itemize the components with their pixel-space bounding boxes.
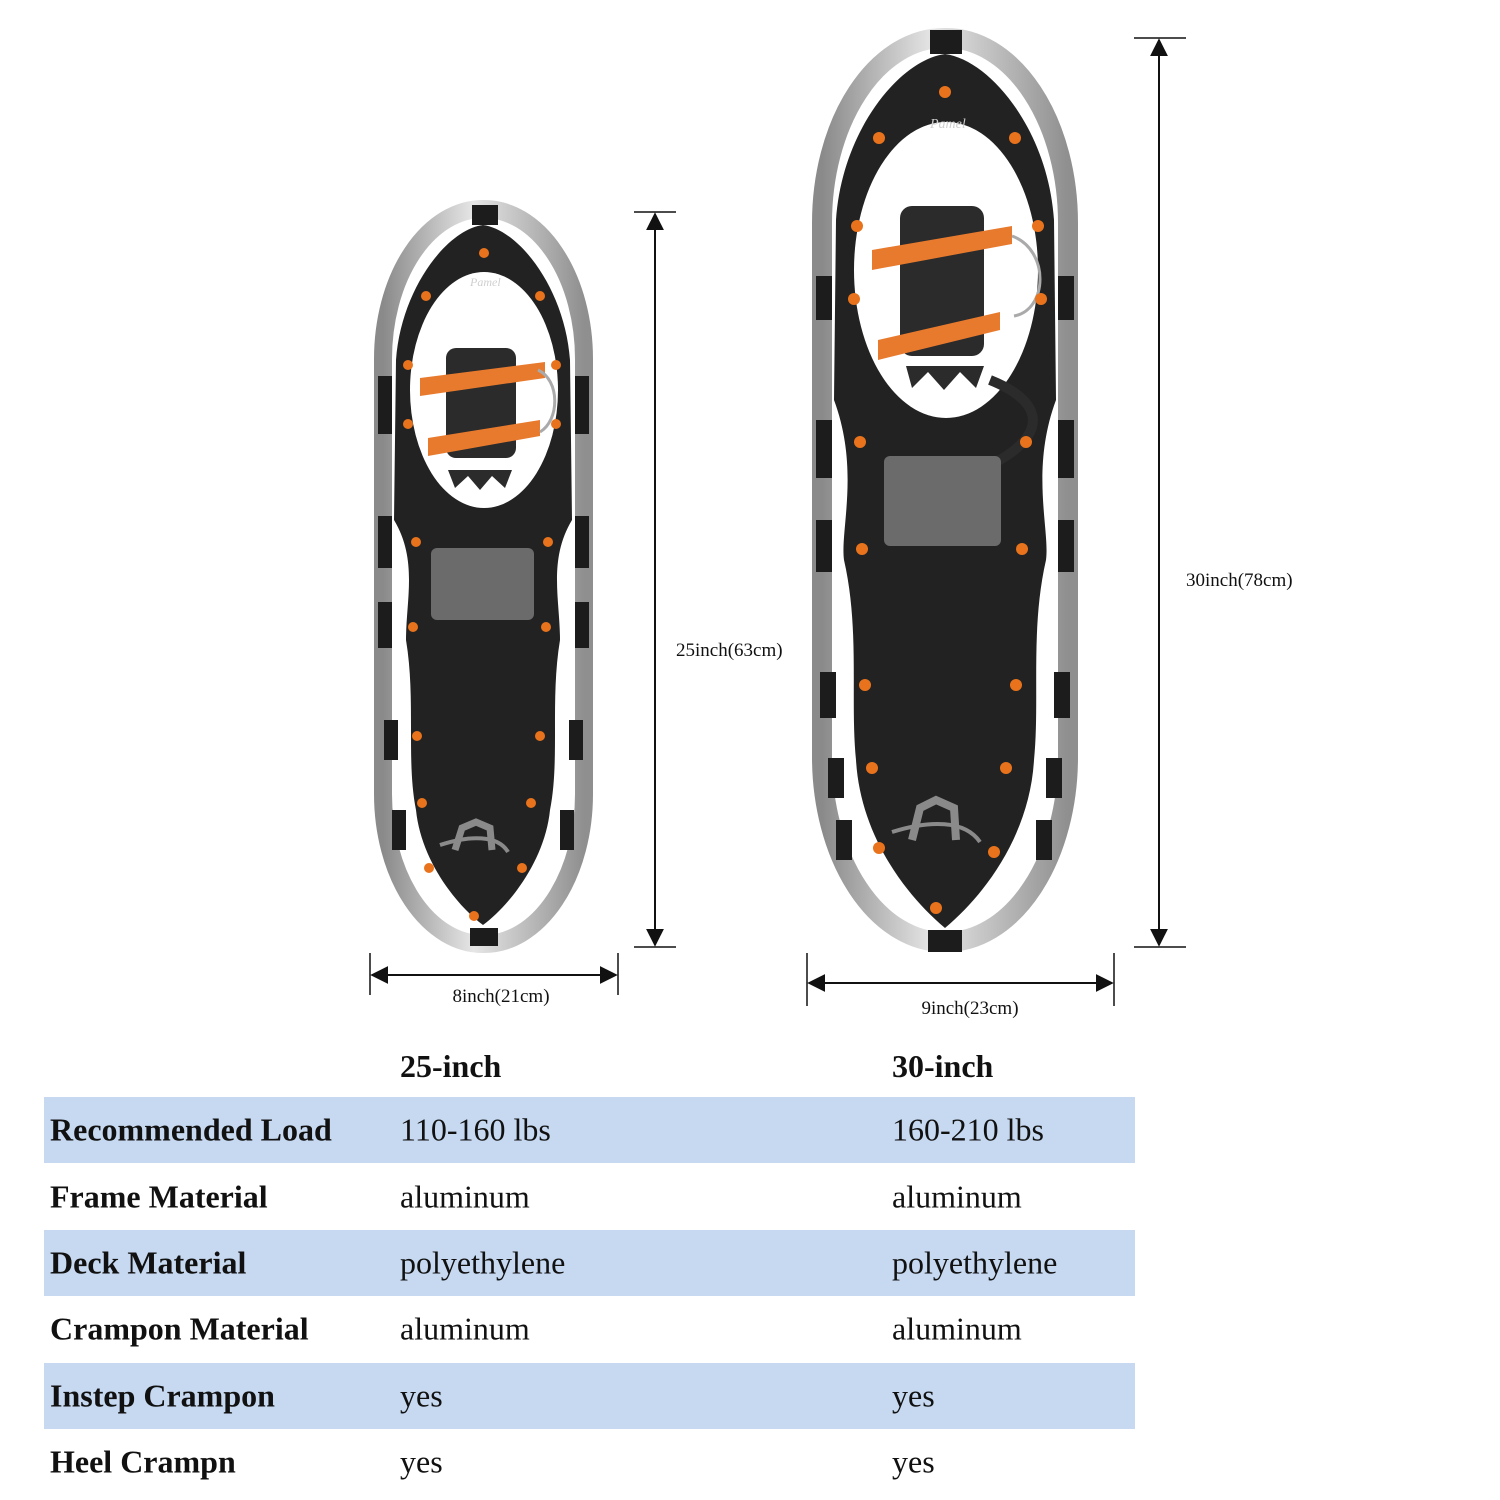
length-dimension-30: 30inch(78cm) bbox=[1134, 37, 1293, 948]
column-header-25-inch: 25-inch bbox=[400, 1048, 502, 1084]
heel-plate bbox=[431, 548, 534, 620]
heel-plate bbox=[884, 456, 1001, 546]
value-30-inch: 160-210 lbs bbox=[892, 1111, 1044, 1148]
brand-logo-icon bbox=[891, 795, 982, 844]
value-30-inch: polyethylene bbox=[892, 1244, 1058, 1281]
column-header-30-inch: 30-inch bbox=[892, 1048, 994, 1084]
table-header: 25-inch 30-inch bbox=[44, 1040, 1135, 1097]
width-label-30: 9inch(23cm) bbox=[921, 998, 1018, 1019]
table-row: Heel Crampn yes yes bbox=[44, 1429, 1135, 1495]
snowshoe-comparison-figure: Pamel bbox=[369, 28, 1293, 1019]
length-label-30: 30inch(78cm) bbox=[1186, 570, 1293, 591]
value-25-inch: yes bbox=[400, 1443, 443, 1480]
brand-script: Pamel bbox=[469, 275, 501, 289]
value-25-inch: aluminum bbox=[400, 1178, 530, 1215]
value-30-inch: yes bbox=[892, 1377, 935, 1414]
spec-table: 25-inch 30-inch Recommended Load 110-160 … bbox=[44, 1040, 1135, 1495]
length-label-25: 25inch(63cm) bbox=[676, 640, 783, 661]
width-label-25: 8inch(21cm) bbox=[452, 986, 549, 1007]
row-label: Crampon Material bbox=[50, 1310, 309, 1347]
value-25-inch: polyethylene bbox=[400, 1244, 566, 1281]
length-dimension-25: 25inch(63cm) bbox=[634, 211, 783, 948]
row-label: Deck Material bbox=[50, 1244, 247, 1281]
value-25-inch: yes bbox=[400, 1377, 443, 1414]
row-label: Recommended Load bbox=[50, 1111, 332, 1148]
row-label: Frame Material bbox=[50, 1178, 268, 1215]
row-label: Instep Crampon bbox=[50, 1377, 275, 1414]
value-30-inch: yes bbox=[892, 1443, 935, 1480]
binding bbox=[420, 348, 557, 490]
table-row: Crampon Material aluminum aluminum bbox=[44, 1296, 1135, 1362]
value-25-inch: 110-160 lbs bbox=[400, 1111, 551, 1148]
snowshoe-30-inch: Pamel bbox=[812, 28, 1078, 952]
binding bbox=[872, 206, 1042, 475]
value-25-inch: aluminum bbox=[400, 1310, 530, 1347]
table-row: Deck Material polyethylene polyethylene bbox=[44, 1229, 1135, 1297]
brand-script: Pamel bbox=[929, 117, 966, 132]
value-30-inch: aluminum bbox=[892, 1178, 1022, 1215]
table-row: Instep Crampon yes yes bbox=[44, 1362, 1135, 1429]
snowshoe-25-inch: Pamel bbox=[374, 200, 593, 953]
row-label: Heel Crampn bbox=[50, 1443, 236, 1480]
table-row: Recommended Load 110-160 lbs 160-210 lbs bbox=[44, 1097, 1135, 1164]
brand-logo-icon bbox=[439, 818, 510, 854]
table-row: Frame Material aluminum aluminum bbox=[44, 1163, 1135, 1229]
value-30-inch: aluminum bbox=[892, 1310, 1022, 1347]
width-dimension-30: 9inch(23cm) bbox=[806, 953, 1115, 1019]
width-dimension-25: 8inch(21cm) bbox=[369, 953, 619, 1007]
